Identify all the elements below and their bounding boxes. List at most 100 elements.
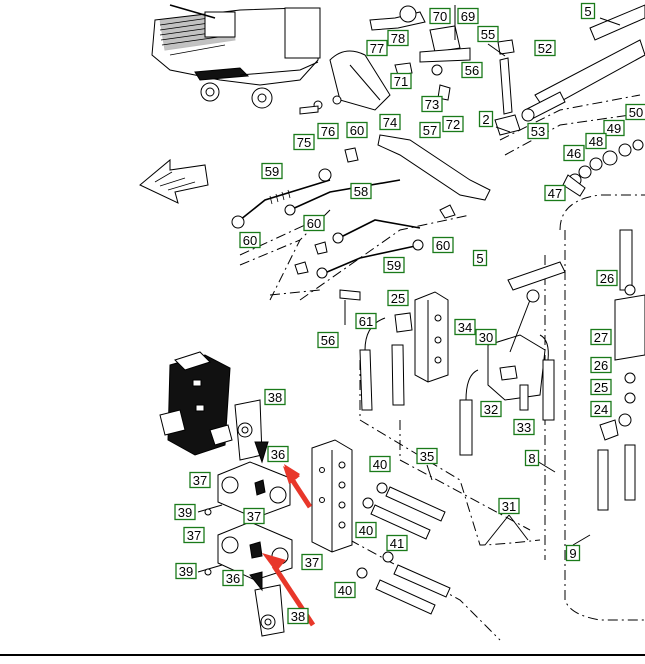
callout-label: 37	[305, 555, 319, 570]
callout-label: 36	[226, 571, 240, 586]
callout-52: 52	[534, 39, 556, 57]
callout-9: 9	[565, 544, 581, 562]
callout-31: 31	[498, 497, 520, 515]
callout-box	[390, 72, 412, 90]
callout-label: 26	[600, 271, 614, 286]
direction-arrow-icon	[139, 158, 209, 204]
callout-box	[421, 95, 443, 113]
callout-box	[183, 526, 205, 544]
callout-label: 59	[387, 258, 401, 273]
callout-48: 48	[585, 132, 607, 150]
callout-box	[175, 562, 197, 580]
callout-label: 27	[594, 330, 608, 345]
callout-label: 40	[373, 457, 387, 472]
callout-box	[383, 256, 405, 274]
callout-60: 60	[303, 214, 325, 232]
callout-61: 61	[355, 312, 377, 330]
callout-box	[355, 521, 377, 539]
callout-label: 53	[531, 124, 545, 139]
callout-box	[317, 122, 339, 140]
callout-label: 52	[538, 41, 552, 56]
callout-box	[580, 2, 596, 20]
callout-37: 37	[189, 471, 211, 489]
callout-60: 60	[239, 231, 261, 249]
callout-box	[416, 447, 438, 465]
callout-box	[625, 103, 645, 121]
manifold-block-main	[311, 439, 353, 553]
callout-box	[498, 497, 520, 515]
callout-box	[174, 503, 196, 521]
callout-label: 25	[594, 380, 608, 395]
callout-27: 27	[590, 328, 612, 346]
callout-box	[287, 607, 309, 625]
callout-label: 75	[297, 135, 311, 150]
callout-box	[301, 553, 323, 571]
callout-label: 33	[517, 420, 531, 435]
callout-label: 36	[271, 447, 285, 462]
callout-box	[267, 445, 289, 463]
callout-label: 48	[589, 134, 603, 149]
callout-box	[386, 534, 408, 552]
callout-box	[534, 39, 556, 57]
callout-5: 5	[580, 2, 596, 20]
callout-label: 37	[187, 528, 201, 543]
callout-box	[369, 455, 391, 473]
callout-40: 40	[355, 521, 377, 539]
callout-label: 5	[584, 4, 591, 19]
callout-2: 2	[478, 110, 494, 128]
callout-label: 40	[338, 583, 352, 598]
callout-box	[355, 312, 377, 330]
callout-56: 56	[317, 331, 339, 349]
callout-label: 24	[594, 402, 608, 417]
callout-74: 74	[379, 113, 401, 131]
hose-assemblies-lower	[356, 482, 451, 615]
callout-box	[334, 581, 356, 599]
callout-box	[379, 113, 401, 131]
callout-label: 72	[446, 117, 460, 132]
callout-37: 37	[301, 553, 323, 571]
callout-36: 36	[267, 445, 289, 463]
machine-illustration	[151, 4, 321, 109]
callout-label: 2	[482, 112, 489, 127]
callout-label: 60	[436, 238, 450, 253]
callout-53: 53	[527, 122, 549, 140]
callout-box	[317, 331, 339, 349]
callout-label: 47	[548, 186, 562, 201]
callout-box	[461, 61, 483, 79]
callout-box	[585, 132, 607, 150]
callout-label: 5	[476, 251, 483, 266]
black-pointer-arrows	[249, 441, 269, 592]
callout-box	[457, 7, 479, 25]
callout-label: 49	[607, 121, 621, 136]
callout-69: 69	[457, 7, 479, 25]
callout-71: 71	[390, 72, 412, 90]
callout-label: 60	[350, 123, 364, 138]
callout-5: 5	[472, 249, 488, 267]
callout-36: 36	[222, 569, 244, 587]
callout-34: 34	[454, 318, 476, 336]
callout-box	[243, 507, 265, 525]
callout-box	[563, 144, 585, 162]
hydraulic-cylinder	[521, 4, 645, 122]
callout-label: 41	[390, 536, 404, 551]
callout-box	[565, 544, 581, 562]
callout-73: 73	[421, 95, 443, 113]
callout-label: 57	[423, 123, 437, 138]
callout-label: 31	[502, 499, 516, 514]
callout-label: 56	[465, 63, 479, 78]
callout-30: 30	[475, 328, 497, 346]
callout-box	[432, 236, 454, 254]
callout-label: 46	[567, 146, 581, 161]
callout-label: 39	[179, 564, 193, 579]
manifold-block-upper	[394, 291, 449, 383]
callout-box	[189, 471, 211, 489]
callout-box	[527, 122, 549, 140]
callout-40: 40	[334, 581, 356, 599]
callout-76: 76	[317, 122, 339, 140]
callout-box	[442, 115, 464, 133]
callout-label: 58	[354, 184, 368, 199]
callout-label: 25	[391, 291, 405, 306]
callout-box	[293, 133, 315, 151]
callout-box	[303, 214, 325, 232]
callout-59: 59	[383, 256, 405, 274]
